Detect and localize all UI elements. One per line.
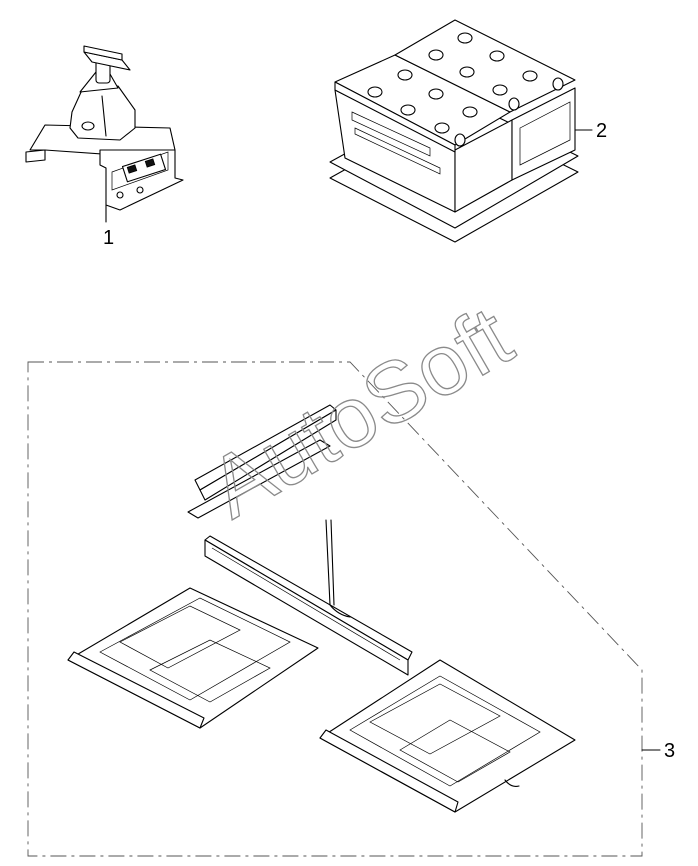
callout-2: 2: [596, 120, 607, 142]
battery-box-kit: [27, 361, 661, 857]
battery-switch-assembly: [25, 45, 184, 223]
callout-1: 1: [103, 227, 114, 249]
watermark-text: AutoSoft: [194, 288, 528, 536]
callout-3: 3: [664, 740, 675, 762]
battery-pair: [329, 19, 593, 243]
